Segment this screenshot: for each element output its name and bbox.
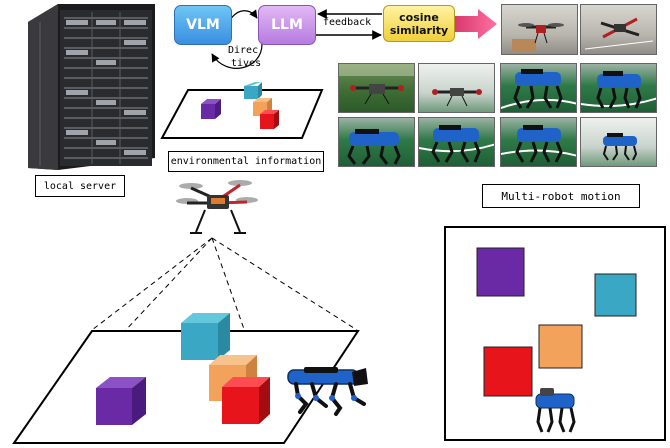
robot-dog-icon (501, 69, 576, 109)
robot-dog-icon (347, 129, 401, 165)
vlm-label: VLM (186, 17, 220, 33)
llm-label: LLM (271, 17, 303, 33)
drone-field-photo (338, 63, 415, 113)
drone-icon (584, 17, 654, 50)
robot-dog-icon (419, 125, 494, 163)
robot-dog-turf-photo (580, 63, 657, 113)
robot-dog-icon (602, 133, 638, 161)
robot-dog-icon (581, 71, 656, 109)
robot-dog-turf-photo (500, 63, 577, 113)
robot-dog-turf-photo (338, 117, 415, 167)
robot-dog-turf-photo (418, 117, 495, 167)
drone-icon (432, 88, 482, 107)
cosine-similarity-box: cosine similarity (383, 5, 455, 42)
directives-line-1: Direc (228, 45, 259, 56)
cosine-label-line-1: cosine (399, 10, 439, 24)
robot-dog-turf-photo (580, 117, 657, 167)
server-rack-icon (28, 4, 155, 170)
quadruped-robot-icon (287, 367, 368, 416)
environment-large-panel (12, 313, 360, 444)
directives-label: Direc tives (228, 44, 261, 70)
drone-indoor-photo (501, 4, 578, 55)
llm-box: LLM (258, 5, 316, 45)
drone-indoor-photo (580, 4, 657, 55)
drone-icon (512, 23, 564, 51)
feedback-label: feedback (323, 17, 372, 28)
cosine-label-line-2: similarity (389, 23, 449, 37)
vlm-llm-loop (211, 9, 263, 69)
pink-arrow-icon (455, 9, 497, 39)
local-server-label: local server (35, 175, 125, 197)
directives-line-2: tives (231, 58, 262, 69)
quadcopter-drone-icon (176, 180, 258, 234)
robot-dog-icon (501, 125, 576, 163)
robot-dog-turf-photo (500, 117, 577, 167)
drone-field-photo (418, 63, 495, 113)
multi-robot-motion-label: Multi-robot motion (482, 184, 640, 208)
vlm-box: VLM (174, 5, 232, 45)
environment-mini-panel (160, 82, 324, 139)
environmental-information-label: environmental information (168, 151, 324, 172)
drone-icon (339, 64, 414, 105)
quadruped-robot-small-icon (535, 388, 576, 433)
